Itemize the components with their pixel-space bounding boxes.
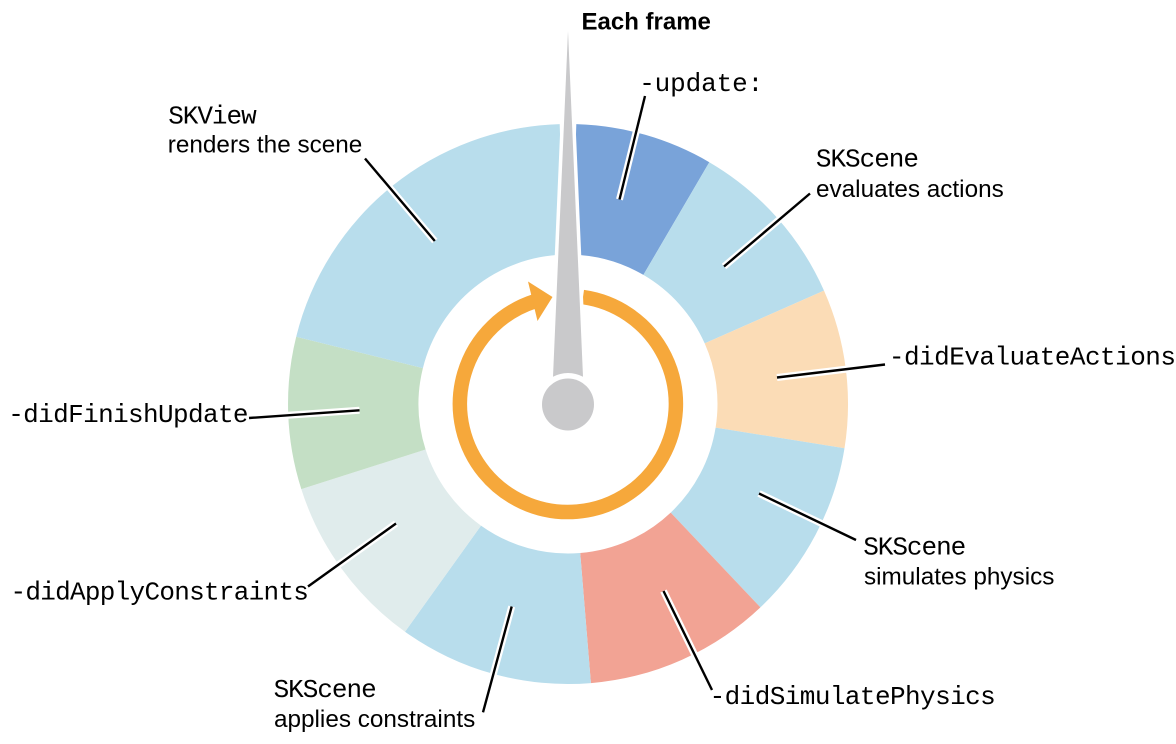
svg-text:-didSimulatePhysics: -didSimulatePhysics [710, 682, 996, 712]
svg-text:-didApplyConstraints: -didApplyConstraints [11, 578, 309, 608]
svg-text:simulates physics: simulates physics [864, 563, 1054, 590]
svg-text:-didEvaluateActions: -didEvaluateActions [889, 343, 1176, 373]
svg-text:SKView: SKView [168, 101, 257, 131]
svg-text:SKScene: SKScene [816, 145, 918, 175]
svg-text:-update:: -update: [639, 69, 763, 99]
svg-text:Each frame: Each frame [582, 9, 711, 36]
svg-text:applies constraints: applies constraints [274, 706, 475, 733]
svg-text:evaluates actions: evaluates actions [816, 176, 1004, 203]
svg-text:renders the scene: renders the scene [168, 132, 362, 159]
svg-text:-didFinishUpdate: -didFinishUpdate [8, 400, 248, 430]
svg-text:SKScene: SKScene [274, 675, 376, 705]
svg-text:SKScene: SKScene [863, 532, 965, 562]
